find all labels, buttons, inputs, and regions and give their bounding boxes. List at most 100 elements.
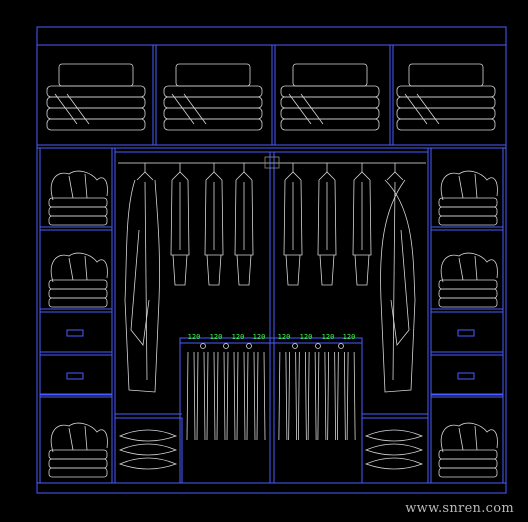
trousers-left-leg-5 (236, 351, 246, 441)
right-bag-1-outline (440, 170, 498, 201)
left-bag-3-fold-1 (48, 458, 108, 469)
watermark: www.snren.com (405, 501, 514, 516)
right-bag-1-fold-1 (438, 206, 498, 217)
top-stack-3-shade-2 (300, 93, 324, 125)
trousers-left-leg-6 (246, 351, 256, 441)
rack-hook-5 (338, 343, 344, 349)
coat-left-sleeve (130, 229, 150, 346)
right-bag-2-outline (440, 252, 498, 283)
left-drawer-2 (39, 354, 113, 396)
coat-right-shoulders (386, 171, 404, 181)
top-stack-2-shade-1 (171, 93, 195, 125)
rack-hook-4 (315, 343, 321, 349)
coat-left-front (144, 181, 148, 381)
trousers-right-leg-0 (278, 351, 288, 441)
dimension-label-2: 120 (232, 333, 245, 341)
left-pillows-0 (118, 429, 178, 442)
dimension-label-3: 120 (253, 333, 266, 341)
top-stack-4-layer-0 (396, 85, 496, 98)
right-bag-2-fold-2 (438, 297, 498, 308)
trousers-right-leg-2 (297, 351, 307, 441)
trousers-left-leg-1 (196, 351, 206, 441)
left-bag-2-fold-1 (48, 288, 108, 299)
dimension-label-4: 120 (278, 333, 291, 341)
top-stack-1-layer-3 (46, 118, 146, 131)
top-stack-3-layer-0 (280, 85, 380, 98)
trousers-left-leg-0 (186, 351, 196, 441)
dimension-label-1: 120 (210, 333, 223, 341)
top-stack-2-layer-3 (163, 118, 263, 131)
trousers-right-leg-5 (327, 351, 337, 441)
top-stack-2-layer-2 (163, 107, 263, 120)
dimension-label-5: 120 (300, 333, 313, 341)
right-pillows-2 (364, 457, 424, 470)
top-stack-1-layer-2 (46, 107, 146, 120)
shirt-right-0-sleeve (285, 254, 301, 286)
top-stack-3-layer-3 (280, 118, 380, 131)
left-drawer-1-handle (66, 329, 84, 337)
left-bag-1-outline (50, 170, 108, 201)
trousers-right-leg-3 (307, 351, 317, 441)
right-bag-3-outline (440, 422, 498, 453)
trousers-right-leg-1 (288, 351, 298, 441)
right-drawer-1 (430, 311, 504, 353)
outer-frame (36, 26, 507, 494)
shirt-left-0-sleeve (172, 254, 188, 286)
coat-left-body (124, 179, 160, 393)
shirt-right-0-body (283, 179, 303, 256)
left-pillow-bay (114, 417, 183, 484)
coat-right-front (392, 181, 396, 381)
left-bag-3-crease-2 (84, 425, 88, 451)
left-bag-3-outline (50, 422, 108, 453)
top-stack-1-shade-1 (54, 93, 78, 125)
right-pillows-1 (364, 443, 424, 456)
top-stack-1-layer-0 (46, 85, 146, 98)
shirt-right-1-body (317, 179, 337, 256)
dimension-label-7: 120 (343, 333, 356, 341)
right-drawer-2 (430, 354, 504, 396)
right-bag-3-crease-2 (474, 425, 478, 451)
shirt-left-0-body (170, 179, 190, 256)
trousers-left-leg-3 (216, 351, 226, 441)
top-stack-1-top (58, 63, 134, 87)
stored-items (46, 63, 498, 478)
right-bag-1-crease-2 (474, 173, 478, 199)
left-drawer-1 (39, 311, 113, 353)
shirt-right-0-shoulders (284, 171, 302, 181)
shirt-right-2-shoulders (353, 171, 371, 181)
top-stack-3-layer-2 (280, 107, 380, 120)
top-stack-1-shade-2 (66, 93, 90, 125)
left-pillows-1 (118, 443, 178, 456)
left-drawer-2-handle (66, 372, 84, 380)
dimension-label-0: 120 (188, 333, 201, 341)
top-stack-2-layer-0 (163, 85, 263, 98)
right-pillow-bay (361, 417, 429, 484)
left-bag-1-fold-2 (48, 215, 108, 226)
shirt-right-2-body (352, 179, 372, 256)
right-bag-1-crease-1 (458, 175, 464, 199)
shirt-right-1-sleeve (319, 254, 335, 286)
top-stack-3-top (292, 63, 368, 87)
left-bag-3-fold-0 (48, 449, 108, 460)
right-drawer-2-handle (457, 372, 475, 380)
right-bag-3-fold-1 (438, 458, 498, 469)
right-bag-3-fold-0 (438, 449, 498, 460)
right-bag-2-fold-0 (438, 279, 498, 290)
cabinet-frame (36, 26, 507, 494)
left-bag-1-fold-1 (48, 206, 108, 217)
left-bag-2-fold-2 (48, 297, 108, 308)
rack-hook-0 (200, 343, 206, 349)
trousers-left-leg-4 (226, 351, 236, 441)
shirt-right-2-sleeve (354, 254, 370, 286)
shirt-left-1-shoulders (205, 171, 223, 181)
right-bag-2-crease-1 (458, 257, 464, 281)
shirt-left-1-sleeve (206, 254, 222, 286)
left-bag-2-outline (50, 252, 108, 283)
left-bag-1-fold-0 (48, 197, 108, 208)
shirt-left-2-shoulders (235, 171, 253, 181)
right-bag-2-fold-1 (438, 288, 498, 299)
coat-right-sleeve (390, 229, 410, 346)
right-bag-3-fold-2 (438, 467, 498, 478)
